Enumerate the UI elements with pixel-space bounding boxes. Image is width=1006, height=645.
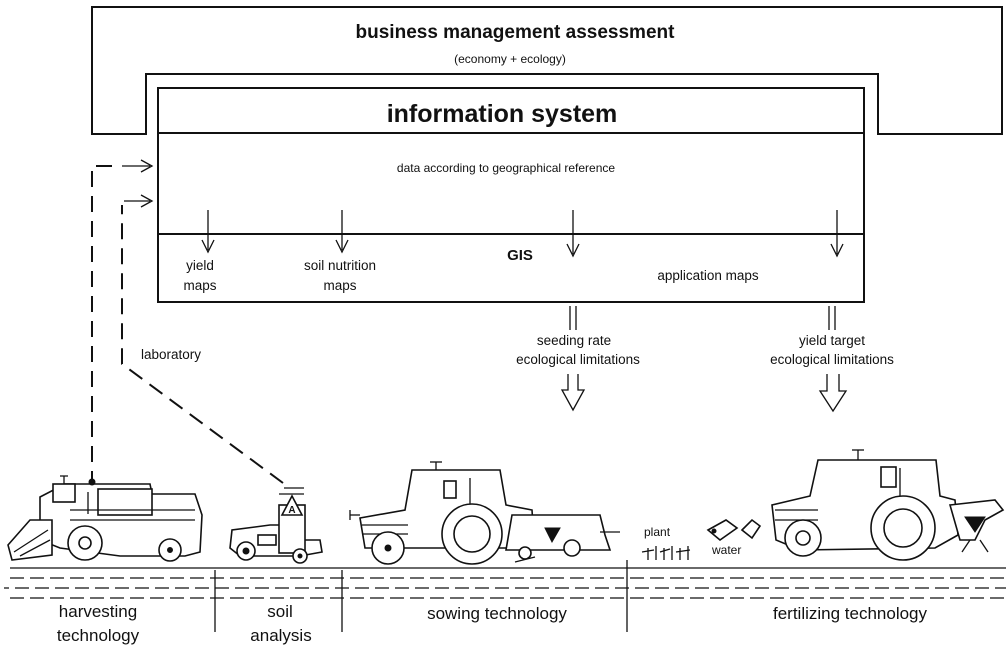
fertilizing-technology-label: fertilizing technology	[773, 604, 928, 623]
yield-maps-label-2: maps	[183, 278, 216, 293]
gis-label: GIS	[507, 247, 533, 264]
seeding-rate-label: seeding rate	[537, 333, 611, 348]
application-maps-label: application maps	[657, 268, 759, 283]
seeding-output-arrow	[560, 306, 586, 412]
soil-maps-label-2: maps	[323, 278, 356, 293]
business-subtitle: (economy + ecology)	[454, 52, 566, 66]
yield-maps-label-1: yield	[186, 258, 214, 273]
laboratory-data-flow	[121, 205, 284, 484]
information-system-box	[157, 87, 865, 303]
fertilizing-tractor-icon	[706, 449, 1005, 561]
yield-target-output-arrow	[818, 306, 848, 413]
harvesting-label-2: technology	[57, 626, 140, 645]
soil-analysis-label-1: soil	[267, 602, 293, 621]
arrow-to-gis	[566, 210, 580, 258]
plant-sensors-icon	[641, 546, 691, 560]
input-arrow-upper	[122, 159, 154, 173]
arrow-to-soil-maps	[335, 210, 349, 254]
svg-text:A: A	[288, 505, 295, 516]
soil-analysis-label-2: analysis	[250, 626, 311, 645]
input-arrow-lower	[124, 194, 154, 208]
soil-sampling-vehicle-icon: A	[229, 487, 323, 564]
geo-reference-label: data according to geographical reference	[397, 161, 615, 175]
arrow-to-yield-maps	[201, 210, 215, 254]
sowing-technology-label: sowing technology	[427, 604, 567, 623]
seeding-ecological-label: ecological limitations	[516, 352, 640, 367]
plant-label: plant	[644, 525, 671, 539]
harvesting-label-1: harvesting	[59, 602, 137, 621]
yield-target-label: yield target	[799, 333, 865, 348]
business-frame	[91, 6, 1003, 135]
sowing-tractor-icon	[349, 461, 620, 565]
yield-target-ecological-label: ecological limitations	[770, 352, 894, 367]
arrow-to-application-maps	[830, 210, 844, 258]
soil-maps-label-1: soil nutrition	[304, 258, 376, 273]
combine-harvester-icon	[7, 475, 203, 562]
harvesting-data-flow	[91, 165, 118, 487]
water-label: water	[711, 543, 741, 557]
information-system-title: information system	[387, 100, 618, 128]
ground-soil	[4, 567, 1006, 599]
business-title: business management assessment	[356, 22, 676, 43]
laboratory-label: laboratory	[141, 347, 201, 362]
